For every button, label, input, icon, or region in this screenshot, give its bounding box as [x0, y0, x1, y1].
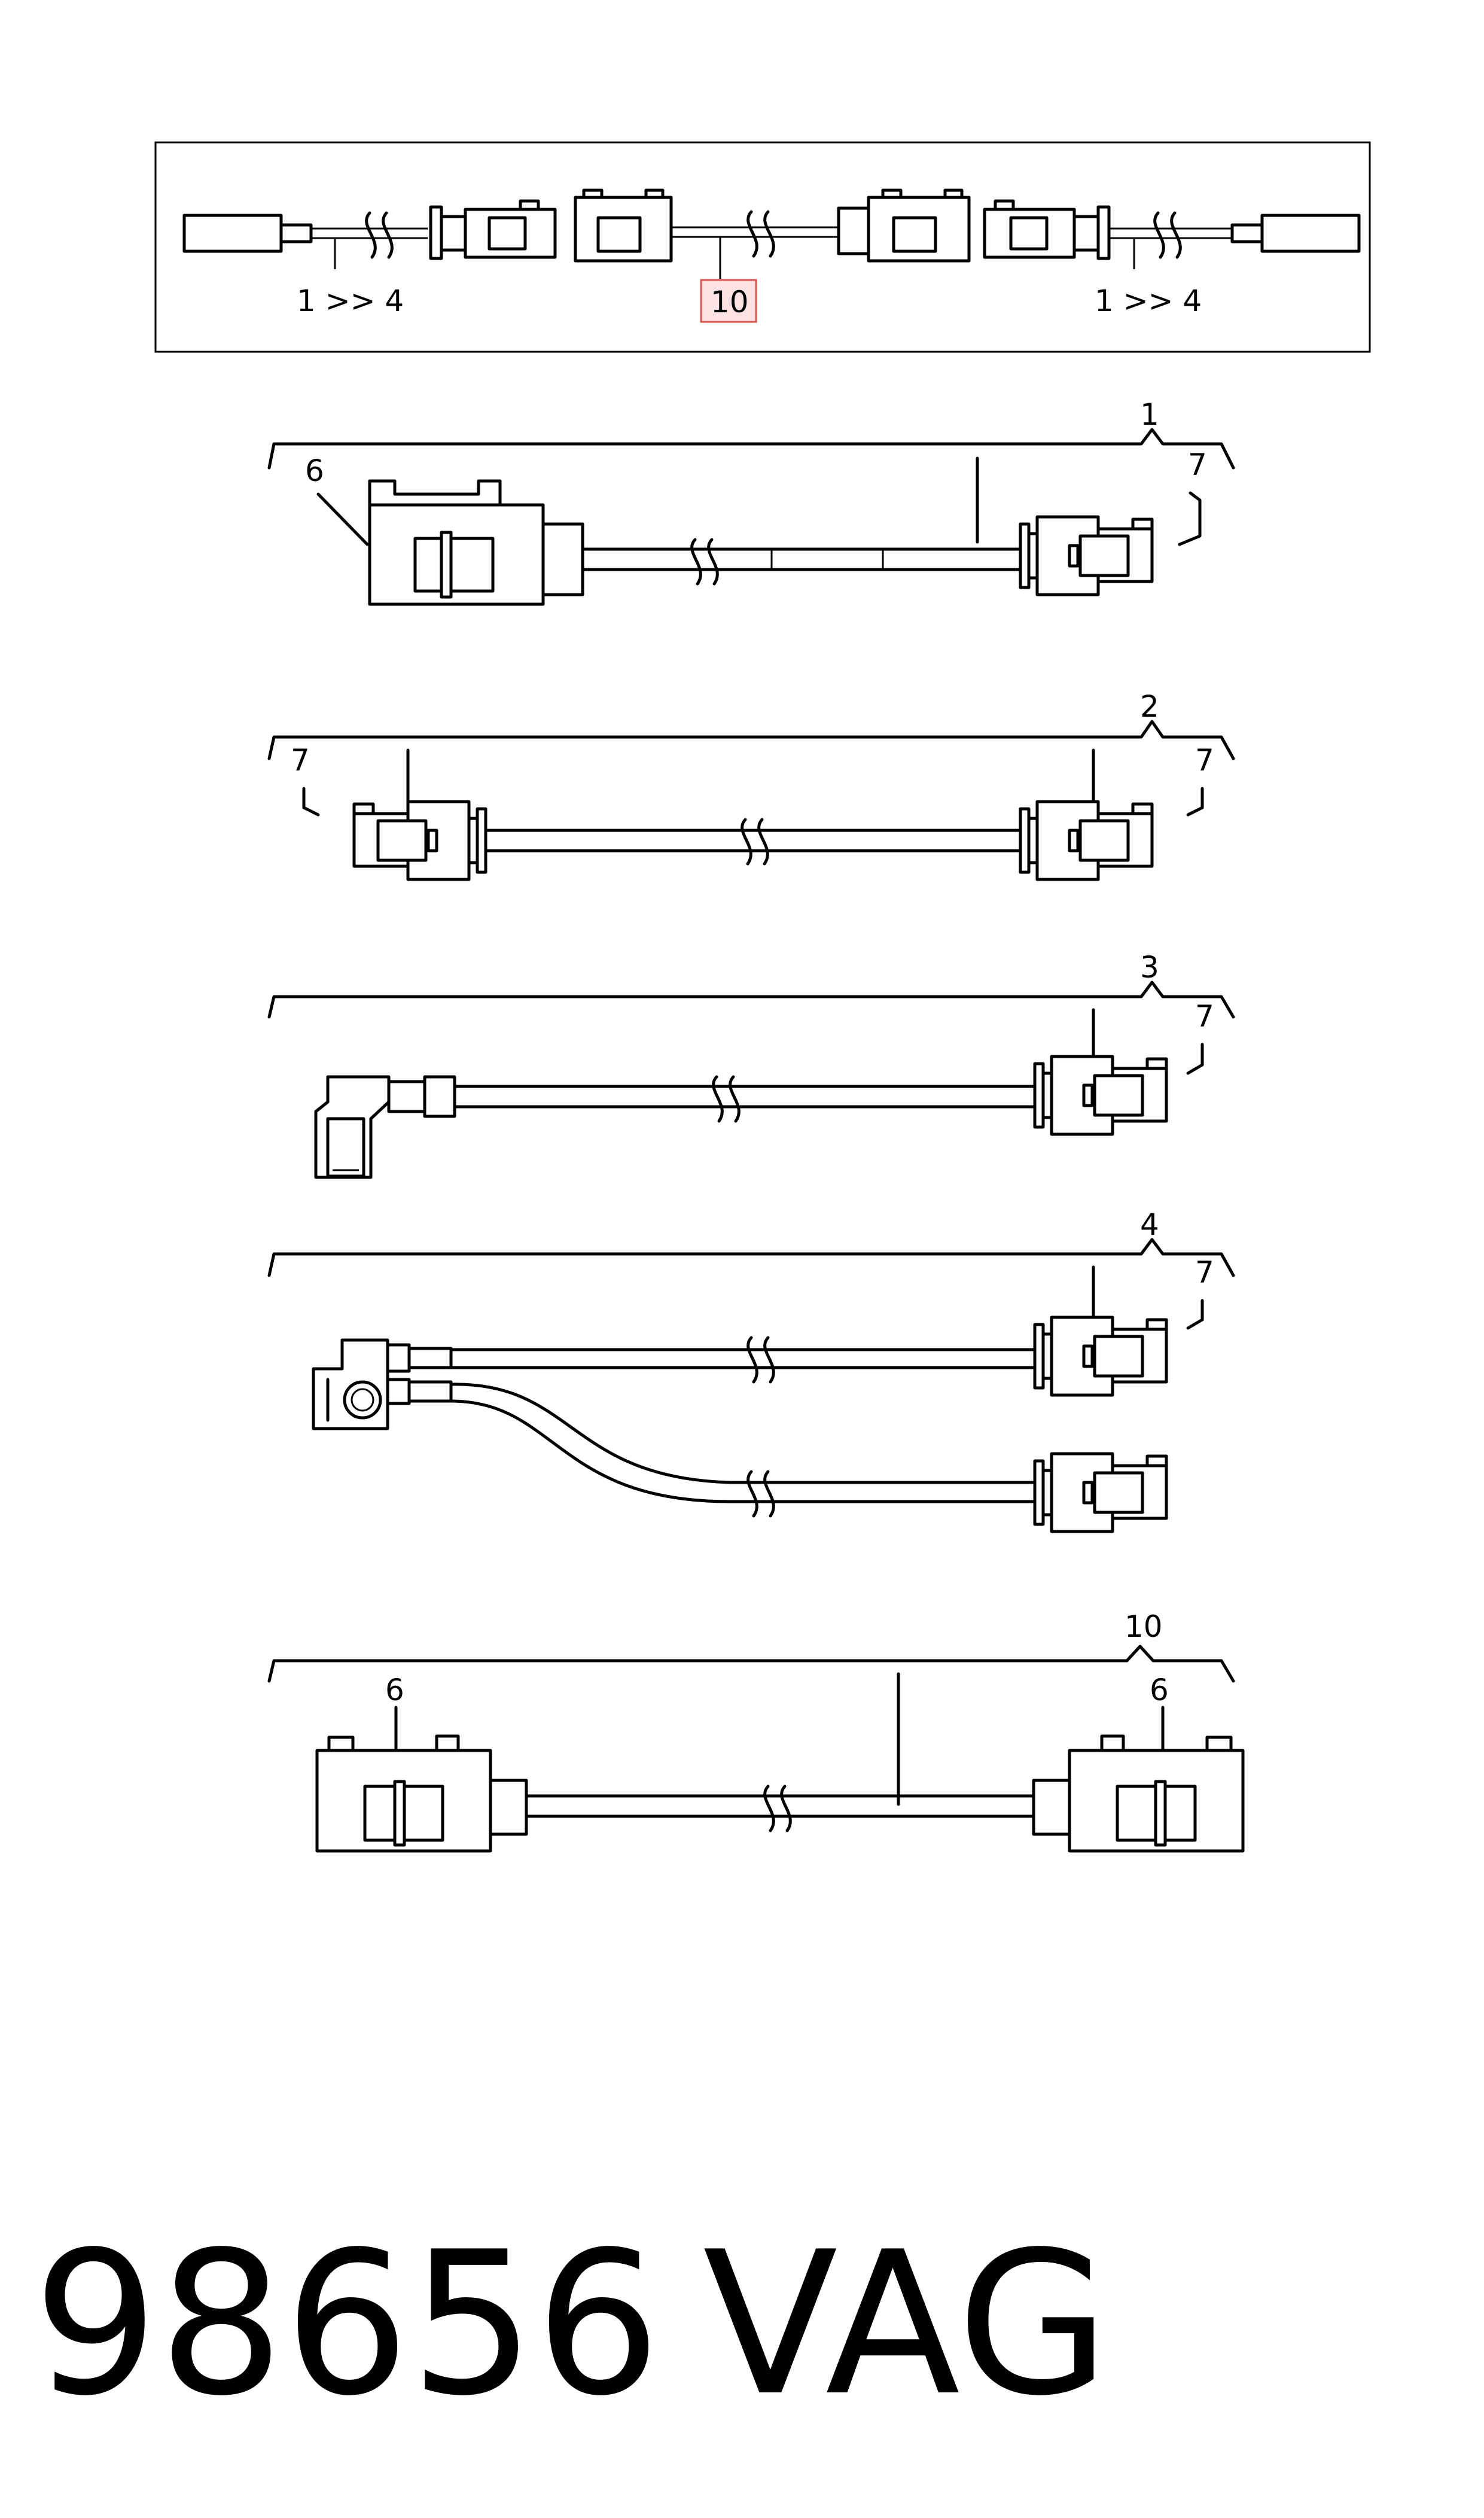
part-3: 3 7 [267, 950, 1235, 1179]
part-2-connector-label-left: 7 [291, 743, 310, 778]
part-4-fakra-plug [312, 1338, 453, 1430]
part-1-plug [1020, 517, 1152, 595]
part-2-plug-right [1020, 802, 1152, 879]
overview-center-ref: 10 [711, 285, 749, 319]
part-3-plug [1035, 1056, 1166, 1134]
part-4-plug-upper [1035, 1317, 1166, 1395]
overview-housing-right [837, 188, 971, 263]
footer-part-number: 98656 [33, 2209, 661, 2439]
part-2-plug-left [354, 802, 486, 879]
overview-antenna-right [1260, 214, 1361, 253]
part-1: 1 6 7 [267, 397, 1235, 606]
overview-panel: 1 >> 4 10 [154, 141, 1371, 353]
part-1-number: 1 [1140, 397, 1159, 432]
part-1-connector-label-right: 7 [1188, 447, 1207, 482]
part-10-connector-label-left: 6 [385, 1673, 404, 1707]
overview-center-ref-box [700, 279, 757, 323]
overview-antenna-left [182, 214, 283, 253]
part-10: 10 6 6 [267, 1609, 1243, 1851]
part-3-connector-label: 7 [1195, 999, 1214, 1034]
part-3-number: 3 [1140, 950, 1159, 985]
part-10-connector-label-right: 6 [1150, 1673, 1169, 1707]
overview-plug-left [429, 199, 557, 260]
overview-left-ref: 1 >> 4 [297, 284, 404, 318]
part-10-number: 10 [1125, 1609, 1163, 1644]
footer-brand: VAG [703, 2209, 1110, 2439]
overview-right-ref: 1 >> 4 [1095, 284, 1202, 318]
part-4-number: 4 [1140, 1207, 1159, 1242]
overview-plug-right [983, 199, 1111, 260]
part-4: 4 7 [267, 1207, 1235, 1531]
part-2-number: 2 [1140, 689, 1159, 724]
part-10-housing-right [1034, 1736, 1243, 1851]
part-1-connector-label-left: 6 [305, 453, 324, 488]
part-10-housing-left [317, 1736, 526, 1851]
overview-frame [154, 141, 1371, 353]
part-3-angled-plug [314, 1075, 456, 1179]
part-2: 2 7 7 [267, 689, 1235, 879]
part-1-housing [368, 479, 584, 606]
part-4-plug-lower [1035, 1454, 1166, 1531]
part-2-connector-label-right: 7 [1195, 743, 1214, 778]
part-4-connector-label: 7 [1195, 1255, 1214, 1290]
overview-housing-left [574, 188, 673, 263]
